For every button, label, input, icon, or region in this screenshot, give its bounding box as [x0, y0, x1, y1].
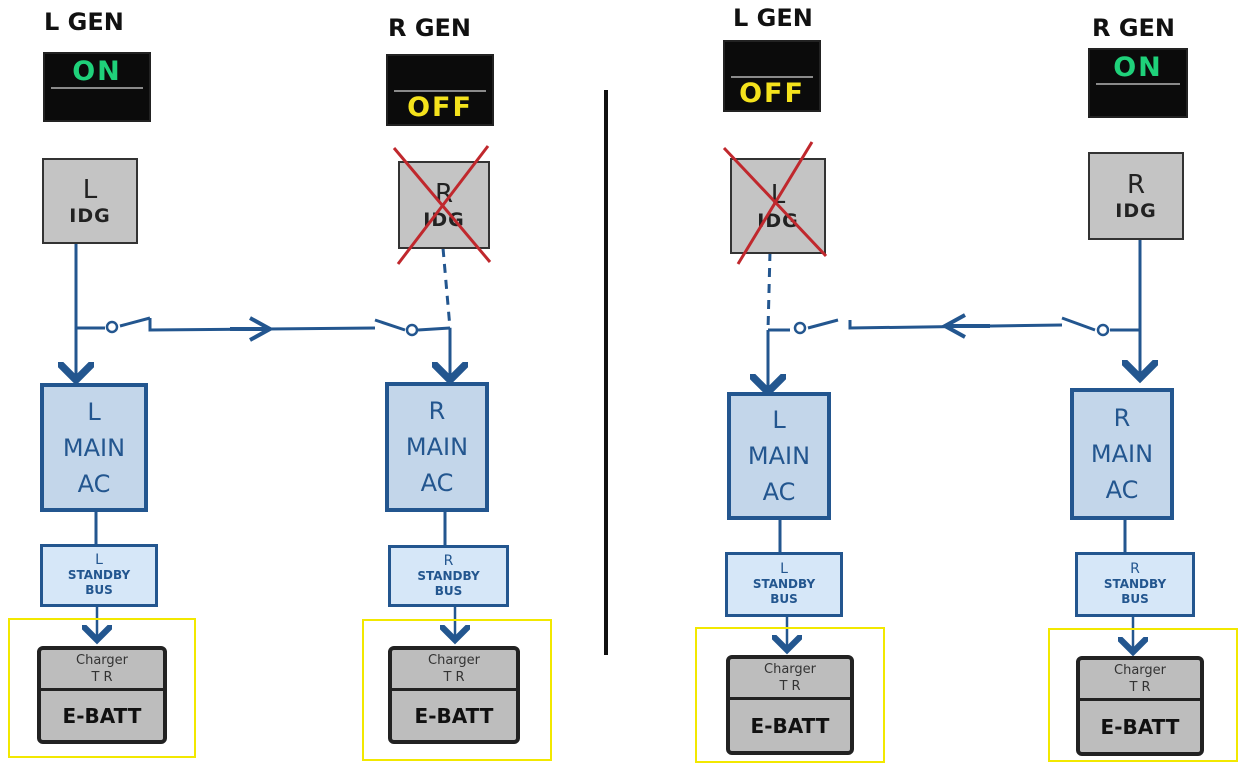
- p2-breaker-r: [1096, 323, 1110, 337]
- charger-label: Charger: [76, 653, 128, 668]
- ebatt-label: E-BATT: [62, 703, 142, 728]
- standby-bus-label: BUS: [1121, 592, 1149, 606]
- bus-main: MAIN: [62, 433, 126, 462]
- tr-label: T R: [443, 670, 465, 685]
- p1-l-idg: L IDG: [42, 158, 138, 244]
- p1-r-gen-state: OFF: [407, 92, 473, 123]
- bus-main: MAIN: [405, 433, 469, 461]
- p1-r-main-ac-bus: R MAIN AC: [385, 382, 489, 512]
- p1-bus-tie: [76, 316, 451, 332]
- p2-l-battery-highlight: [695, 627, 885, 763]
- p2-r-battery-highlight: [1048, 628, 1238, 762]
- p2-l-gen-state: OFF: [739, 78, 805, 109]
- p2-r-gen-state: ON: [1113, 52, 1163, 83]
- p2-r-main-ac-bus: R MAIN AC: [1070, 388, 1174, 520]
- p1-r-gen-label: R GEN: [388, 14, 472, 42]
- idg-label: IDG: [423, 209, 465, 231]
- p1-l-gen-state: ON: [72, 56, 122, 87]
- p1-l-gen-label: L GEN: [44, 8, 124, 36]
- tr-label: T R: [779, 679, 801, 694]
- p1-r-battery-highlight: [362, 619, 552, 761]
- p2-l-gen-switch[interactable]: OFF: [723, 40, 821, 112]
- p1-l-battery-highlight: [8, 618, 196, 758]
- p1-l-main-ac-bus: L MAIN AC: [40, 383, 148, 512]
- ebatt-label: E-BATT: [1100, 714, 1180, 739]
- bus-side: L: [772, 406, 786, 434]
- p1-r-standby-bus: R STANDBY BUS: [388, 545, 509, 607]
- bus-ac: AC: [77, 469, 111, 498]
- p1-breaker-l: [105, 320, 119, 334]
- bus-side: L: [87, 397, 101, 426]
- p2-r-idg: R IDG: [1088, 152, 1184, 240]
- bus-main: MAIN: [747, 442, 811, 470]
- p2-flow-arrow: [940, 313, 990, 339]
- switch-divider: [51, 87, 143, 89]
- idg-label: IDG: [1115, 200, 1157, 222]
- bus-side: R: [428, 397, 446, 425]
- tr-label: T R: [1129, 680, 1151, 695]
- bus-side: R: [1113, 404, 1131, 432]
- standby-bus-label: BUS: [85, 583, 113, 597]
- p1-flow-arrow: [230, 316, 275, 342]
- p2-r-gen-label: R GEN: [1092, 14, 1176, 42]
- idg-side: L: [82, 175, 98, 205]
- standby-bus-label: BUS: [770, 592, 798, 606]
- ebatt-label: E-BATT: [750, 713, 830, 738]
- p1-r-charger-battery: Charger T R E-BATT: [388, 646, 520, 744]
- standby-label: STANDBY: [67, 568, 131, 582]
- bus-ac: AC: [762, 478, 796, 506]
- idg-side: R: [1126, 170, 1146, 200]
- standby-label: STANDBY: [752, 577, 816, 591]
- bus-ac: AC: [1105, 476, 1139, 504]
- p2-l-idg-feed-dashed: [766, 251, 772, 331]
- charger-tr: Charger T R: [730, 659, 850, 700]
- charger-tr: Charger T R: [392, 650, 516, 691]
- switch-divider: [731, 76, 813, 78]
- p2-l-standby-bus: L STANDBY BUS: [725, 552, 843, 617]
- standby-side: L: [780, 561, 788, 577]
- idg-label: IDG: [69, 205, 111, 227]
- p2-l-idg-fail-cross-icon: [722, 141, 828, 265]
- p2-r-charger-battery: Charger T R E-BATT: [1076, 656, 1204, 756]
- charger-label: Charger: [1114, 663, 1166, 678]
- p1-r-gen-switch[interactable]: OFF: [386, 54, 494, 126]
- p1-l-charger-battery: Charger T R E-BATT: [37, 646, 167, 744]
- switch-divider: [394, 90, 486, 92]
- bus-ac: AC: [420, 469, 454, 497]
- p2-r-standby-bus: R STANDBY BUS: [1075, 552, 1195, 617]
- charger-label: Charger: [764, 662, 816, 677]
- p2-l-idg: L IDG: [730, 158, 826, 254]
- standby-label: STANDBY: [1103, 577, 1167, 591]
- standby-side: R: [443, 552, 454, 569]
- tr-label: T R: [91, 670, 113, 685]
- charger-label: Charger: [428, 653, 480, 668]
- charger-tr: Charger T R: [41, 650, 163, 691]
- p2-l-charger-battery: Charger T R E-BATT: [726, 655, 854, 755]
- standby-bus-label: BUS: [434, 583, 463, 598]
- p1-r-idg-feed-dashed: [441, 247, 452, 329]
- switch-divider: [1096, 83, 1180, 85]
- p1-l-gen-switch[interactable]: ON: [43, 52, 151, 122]
- standby-side: L: [95, 552, 103, 568]
- standby-side: R: [1130, 561, 1140, 577]
- p2-r-gen-switch[interactable]: ON: [1088, 48, 1188, 118]
- ebatt-label: E-BATT: [414, 703, 494, 728]
- p1-breaker-r: [405, 323, 419, 337]
- p2-bus-tie: [768, 316, 1140, 332]
- p1-l-standby-bus: L STANDBY BUS: [40, 544, 158, 607]
- p2-l-main-ac-bus: L MAIN AC: [727, 392, 831, 520]
- p2-l-gen-label: L GEN: [733, 4, 813, 32]
- p1-r-idg-fail-cross-icon: [392, 145, 492, 265]
- p2-breaker-l: [793, 321, 807, 335]
- bus-main: MAIN: [1090, 440, 1154, 468]
- charger-tr: Charger T R: [1080, 660, 1200, 701]
- standby-label: STANDBY: [417, 568, 480, 583]
